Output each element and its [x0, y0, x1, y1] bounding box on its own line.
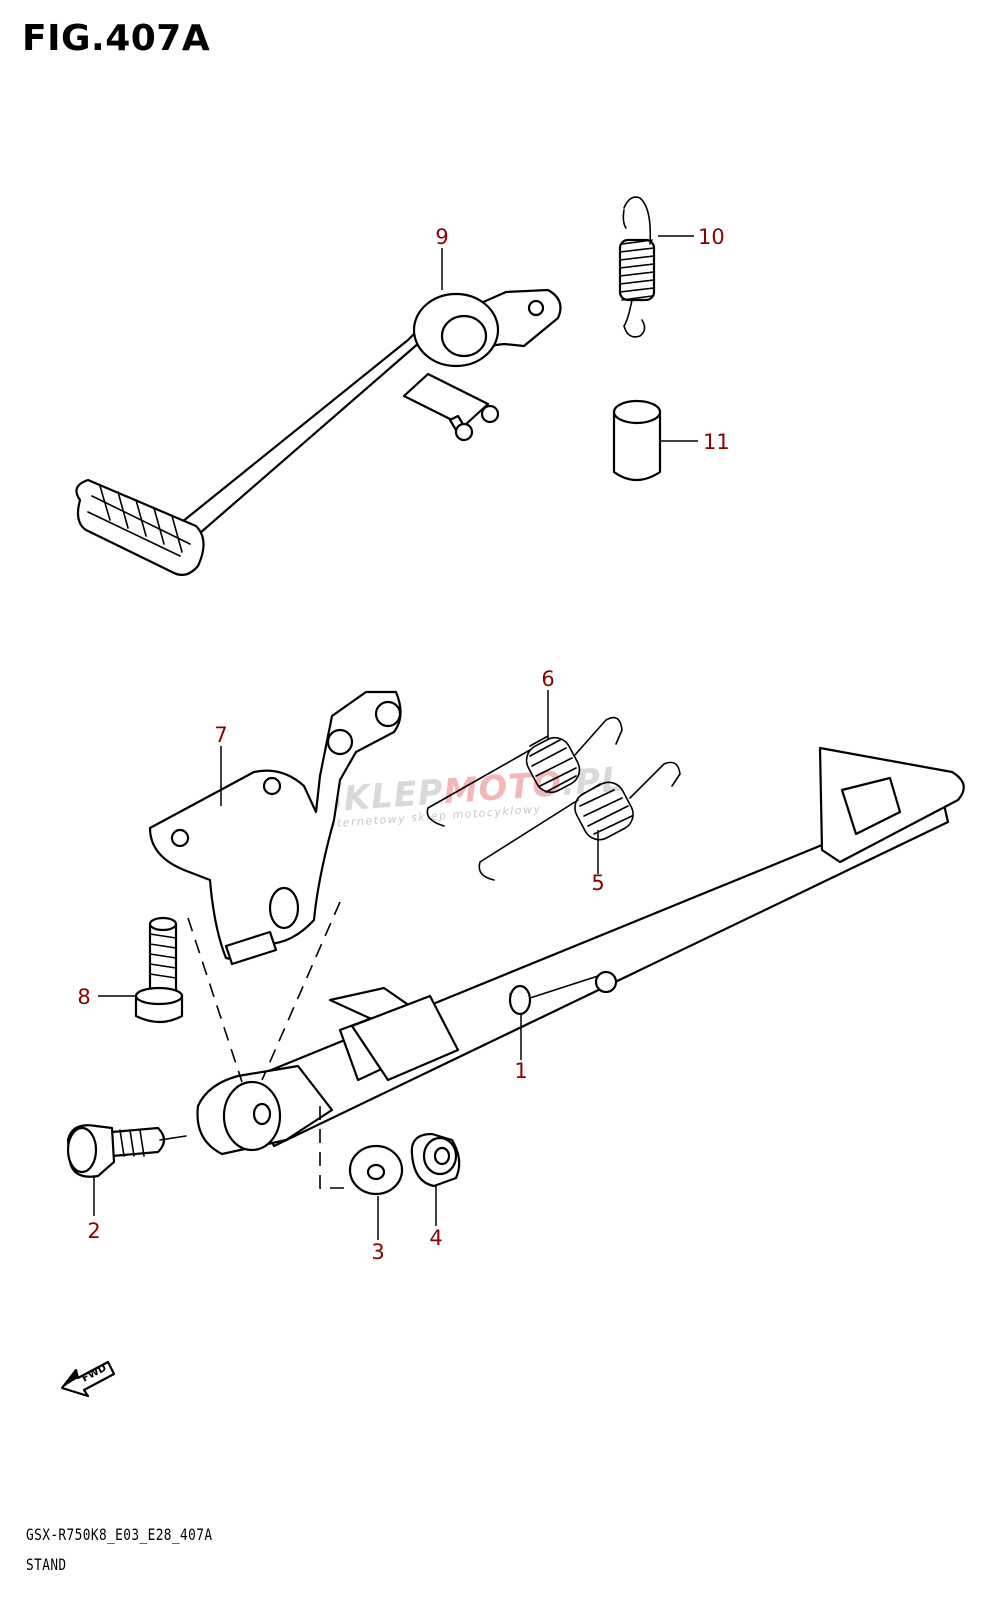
- figure-code: GSX-R750K8_E03_E28_407A: [26, 1525, 213, 1544]
- washer-part-3: [348, 1144, 404, 1196]
- callout-5: 5: [591, 871, 604, 895]
- spring-part-10: [618, 196, 656, 338]
- callout-1: 1: [514, 1059, 527, 1083]
- fwd-arrow-icon: FWD: [60, 1360, 116, 1398]
- spring-part-5: [478, 761, 681, 881]
- leader-lines: [93, 235, 698, 1240]
- callout-7: 7: [214, 723, 227, 747]
- callouts: 9 10 11 7 6 5 8 1 2 3 4: [77, 225, 729, 1264]
- stand-bracket-part-7: [148, 690, 402, 966]
- figure-title: FIG.407A: [22, 18, 211, 59]
- collar-part-11: [612, 399, 662, 482]
- callout-11: 11: [703, 430, 730, 454]
- figure-name: STAND: [26, 1555, 67, 1574]
- bolt-part-2: [66, 1124, 187, 1178]
- callout-9: 9: [435, 225, 448, 249]
- callout-3: 3: [371, 1240, 384, 1264]
- callout-6: 6: [541, 667, 554, 691]
- callout-2: 2: [87, 1219, 100, 1243]
- bolt-part-8: [134, 916, 184, 1024]
- brake-pedal-part-9: [75, 288, 562, 577]
- nut-part-4: [410, 1132, 461, 1188]
- callout-4: 4: [429, 1226, 442, 1250]
- side-stand-part-1: [196, 746, 965, 1156]
- callout-10: 10: [698, 225, 725, 249]
- watermark-brand-c: .PL: [560, 760, 625, 804]
- spring-part-6: [426, 716, 623, 827]
- callout-8: 8: [77, 985, 90, 1009]
